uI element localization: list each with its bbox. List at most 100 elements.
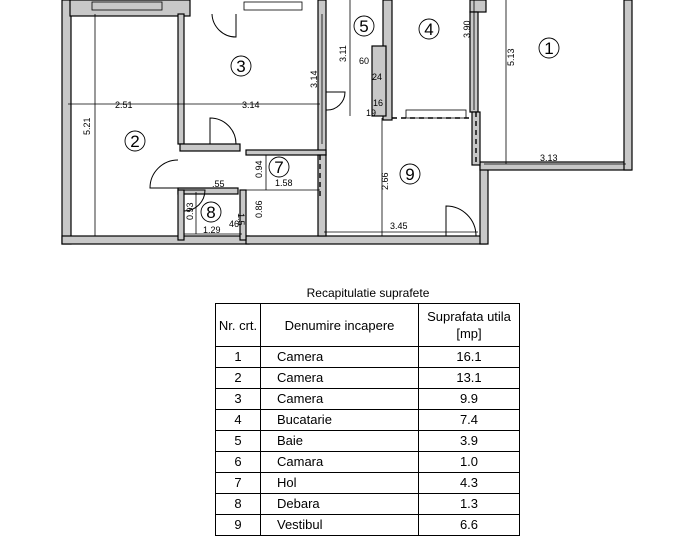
window-1: [91, 1, 163, 11]
room-9-marker: 9: [399, 163, 421, 185]
dim-3.14-h: 3.14: [242, 100, 260, 110]
dim-0.93: 0.93: [185, 202, 195, 220]
row-area: 1.0: [418, 451, 520, 473]
dim-3.45: 3.45: [390, 221, 408, 231]
row-name: Vestibul: [260, 514, 419, 536]
row-area: 16.1: [418, 346, 520, 368]
row-name: Camera: [260, 388, 419, 410]
room-8-number: 8: [206, 203, 215, 222]
room-3-marker: 3: [230, 55, 252, 77]
dim-19: 19: [366, 108, 376, 118]
room-3-number: 3: [236, 57, 245, 76]
wall-right-lower: [479, 164, 489, 245]
dim-3.90: 3.90: [462, 20, 472, 38]
row-nr: 2: [215, 367, 261, 389]
door-swing-room-3: [209, 117, 237, 145]
row-nr: 8: [215, 493, 261, 515]
dim-1.58: 1.58: [275, 178, 293, 188]
dim-46: 46: [229, 219, 239, 229]
header-nr: Nr. crt.: [215, 303, 261, 347]
row-nr: 1: [215, 346, 261, 368]
wall-right: [623, 0, 633, 171]
row-name: Baie: [260, 430, 419, 452]
partition-vertical-1: [177, 13, 185, 145]
room-5-number: 5: [359, 17, 368, 36]
row-nr: 5: [215, 430, 261, 452]
row-nr: 3: [215, 388, 261, 410]
row-area: 1.3: [418, 493, 520, 515]
window-3: [405, 109, 467, 119]
wall-right-step: [479, 161, 632, 171]
area-summary-table: Nr. crt. Denumire incapere Suprafata uti…: [215, 303, 520, 536]
room-1-marker: 1: [538, 37, 560, 59]
room-7-marker: 7: [268, 156, 290, 178]
partition-horizontal-2-3: [179, 143, 241, 152]
wall-top-right-left: [469, 0, 487, 13]
wall-bottom-left: [61, 235, 250, 245]
door-swing-top: [211, 13, 237, 38]
row-area: 9.9: [418, 388, 520, 410]
header-area: Suprafata utila [mp]: [418, 303, 520, 347]
partition-horizontal-7: [177, 187, 239, 195]
row-name: Camera: [260, 367, 419, 389]
wall-top-left: [69, 0, 191, 17]
row-area: 3.9: [418, 430, 520, 452]
row-nr: 6: [215, 451, 261, 473]
dim-24: 24: [372, 72, 382, 82]
dim-2.51: 2.51: [115, 100, 133, 110]
row-nr: 7: [215, 472, 261, 494]
dim-1.5: 1.5: [236, 213, 246, 226]
partition-horizontal-7b: [245, 149, 327, 156]
header-name: Denumire incapere: [260, 303, 419, 347]
door-swing-room-8: [183, 189, 206, 212]
row-nr: 4: [215, 409, 261, 431]
room-5-marker: 5: [353, 15, 375, 37]
dim-60: 60: [359, 56, 369, 66]
dim-0.86: 0.86: [254, 200, 264, 218]
room-7-number: 7: [274, 158, 283, 177]
wall-bottom-mid: [245, 235, 487, 245]
wall-left: [61, 0, 72, 245]
dim-5.21: 5.21: [82, 117, 92, 135]
partition-room-8-top: [177, 189, 185, 241]
room-1-number: 1: [544, 39, 553, 58]
partition-room-9-left: [317, 154, 327, 237]
dim-.55: .55: [212, 179, 225, 189]
dim-16: 16: [373, 98, 383, 108]
dim-1.29: 1.29: [203, 225, 221, 235]
row-area: 13.1: [418, 367, 520, 389]
room-4-number: 4: [424, 20, 433, 39]
dim-0.94: 0.94: [254, 160, 264, 178]
row-name: Camera: [260, 346, 419, 368]
row-name: Hol: [260, 472, 419, 494]
table-header-row: Nr. crt. Denumire incapere Suprafata uti…: [215, 303, 520, 347]
door-swing-room-5: [325, 91, 346, 111]
door-swing-entrance: [445, 205, 477, 237]
row-name: Debara: [260, 493, 419, 515]
room-2-marker: 2: [124, 130, 146, 152]
door-swing-room-2: [149, 159, 179, 189]
row-name: Camara: [260, 451, 419, 473]
room-9-number: 9: [405, 165, 414, 184]
partition-room-5: [371, 45, 387, 117]
partition-room-8-right: [239, 189, 247, 241]
dim-3.11: 3.11: [338, 45, 348, 62]
dim-3.14-v: 3.14: [309, 70, 319, 88]
dim-3.13: 3.13: [540, 153, 558, 163]
row-name: Bucatarie: [260, 409, 419, 431]
row-area: 6.6: [418, 514, 520, 536]
floor-plan: 2.51 3.14 3.14 3.11 5.21 3.90 5.13 3.13 …: [61, 0, 633, 245]
room-8-marker: 8: [200, 201, 222, 223]
row-area: 4.3: [418, 472, 520, 494]
room-4-marker: 4: [418, 18, 440, 40]
summary-title: Recapitulatie suprafete: [306, 286, 430, 300]
